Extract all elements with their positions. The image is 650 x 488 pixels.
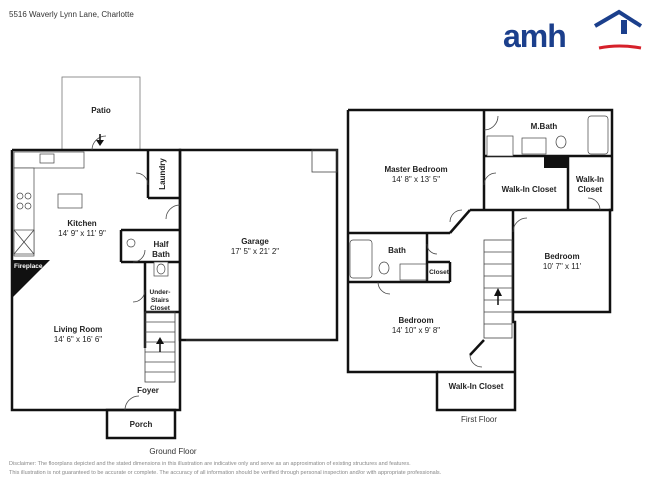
property-address: 5516 Waverly Lynn Lane, Charlotte [9,10,134,19]
dims-living-room: 14' 6" x 16' 6" [54,335,102,344]
label-m-bath: M.Bath [531,122,558,131]
disclaimer-line-2: This illustration is not guaranteed to b… [9,470,442,476]
dims-garage: 17' 5" x 21' 2" [231,247,279,256]
label-bedroom-2: Bedroom [544,252,579,261]
label-first-floor: First Floor [461,415,497,424]
stairs [144,311,176,383]
upper-stairs [483,239,513,339]
label-under-stairs-3: Closet [150,305,171,312]
label-ground-floor: Ground Floor [149,447,196,456]
label-walk-in-closet-2b: Closet [578,185,603,194]
ground-floor [10,76,339,440]
dims-bedroom-3: 14' 10" x 9' 8" [392,326,440,335]
dims-bedroom-2: 10' 7" x 11' [543,262,582,271]
first-floor [346,108,614,412]
amh-logo: amh [503,8,643,54]
label-garage: Garage [241,237,269,246]
label-living-room: Living Room [54,325,102,334]
label-kitchen: Kitchen [67,219,96,228]
label-master-bedroom: Master Bedroom [384,165,447,174]
label-laundry: Laundry [158,158,167,190]
label-half-bath-1: Half [153,240,168,249]
dims-kitchen: 14' 9" x 11' 9" [58,229,106,238]
kitchen-island [57,193,83,209]
label-walk-in-closet-2a: Walk-In [576,175,604,184]
porch-outline [105,408,177,440]
label-porch: Porch [130,420,153,429]
label-bedroom-3: Bedroom [398,316,433,325]
label-under-stairs-1: Under- [150,289,171,296]
label-bath: Bath [388,246,406,255]
label-foyer: Foyer [137,386,159,395]
label-walk-in-closet-3: Walk-In Closet [449,382,504,391]
dims-master-bedroom: 14' 8" x 13' 5" [392,175,440,184]
fireplace-shape [12,260,50,298]
label-half-bath-2: Bath [152,250,170,259]
label-walk-in-closet-1: Walk-In Closet [502,185,557,194]
house-roof-icon [593,9,643,50]
floor-plan: Patio Laundry Kitchen 14' 9" x 11' 9" Ha… [10,76,614,456]
label-under-stairs-2: Stairs [151,297,169,304]
label-fireplace: Fireplace [14,263,43,270]
label-patio: Patio [91,106,111,115]
logo-text: amh [503,18,567,54]
label-closet: Closet [429,269,450,276]
disclaimer-line-1: Disclaimer: The floorplans depicted and … [9,461,411,467]
